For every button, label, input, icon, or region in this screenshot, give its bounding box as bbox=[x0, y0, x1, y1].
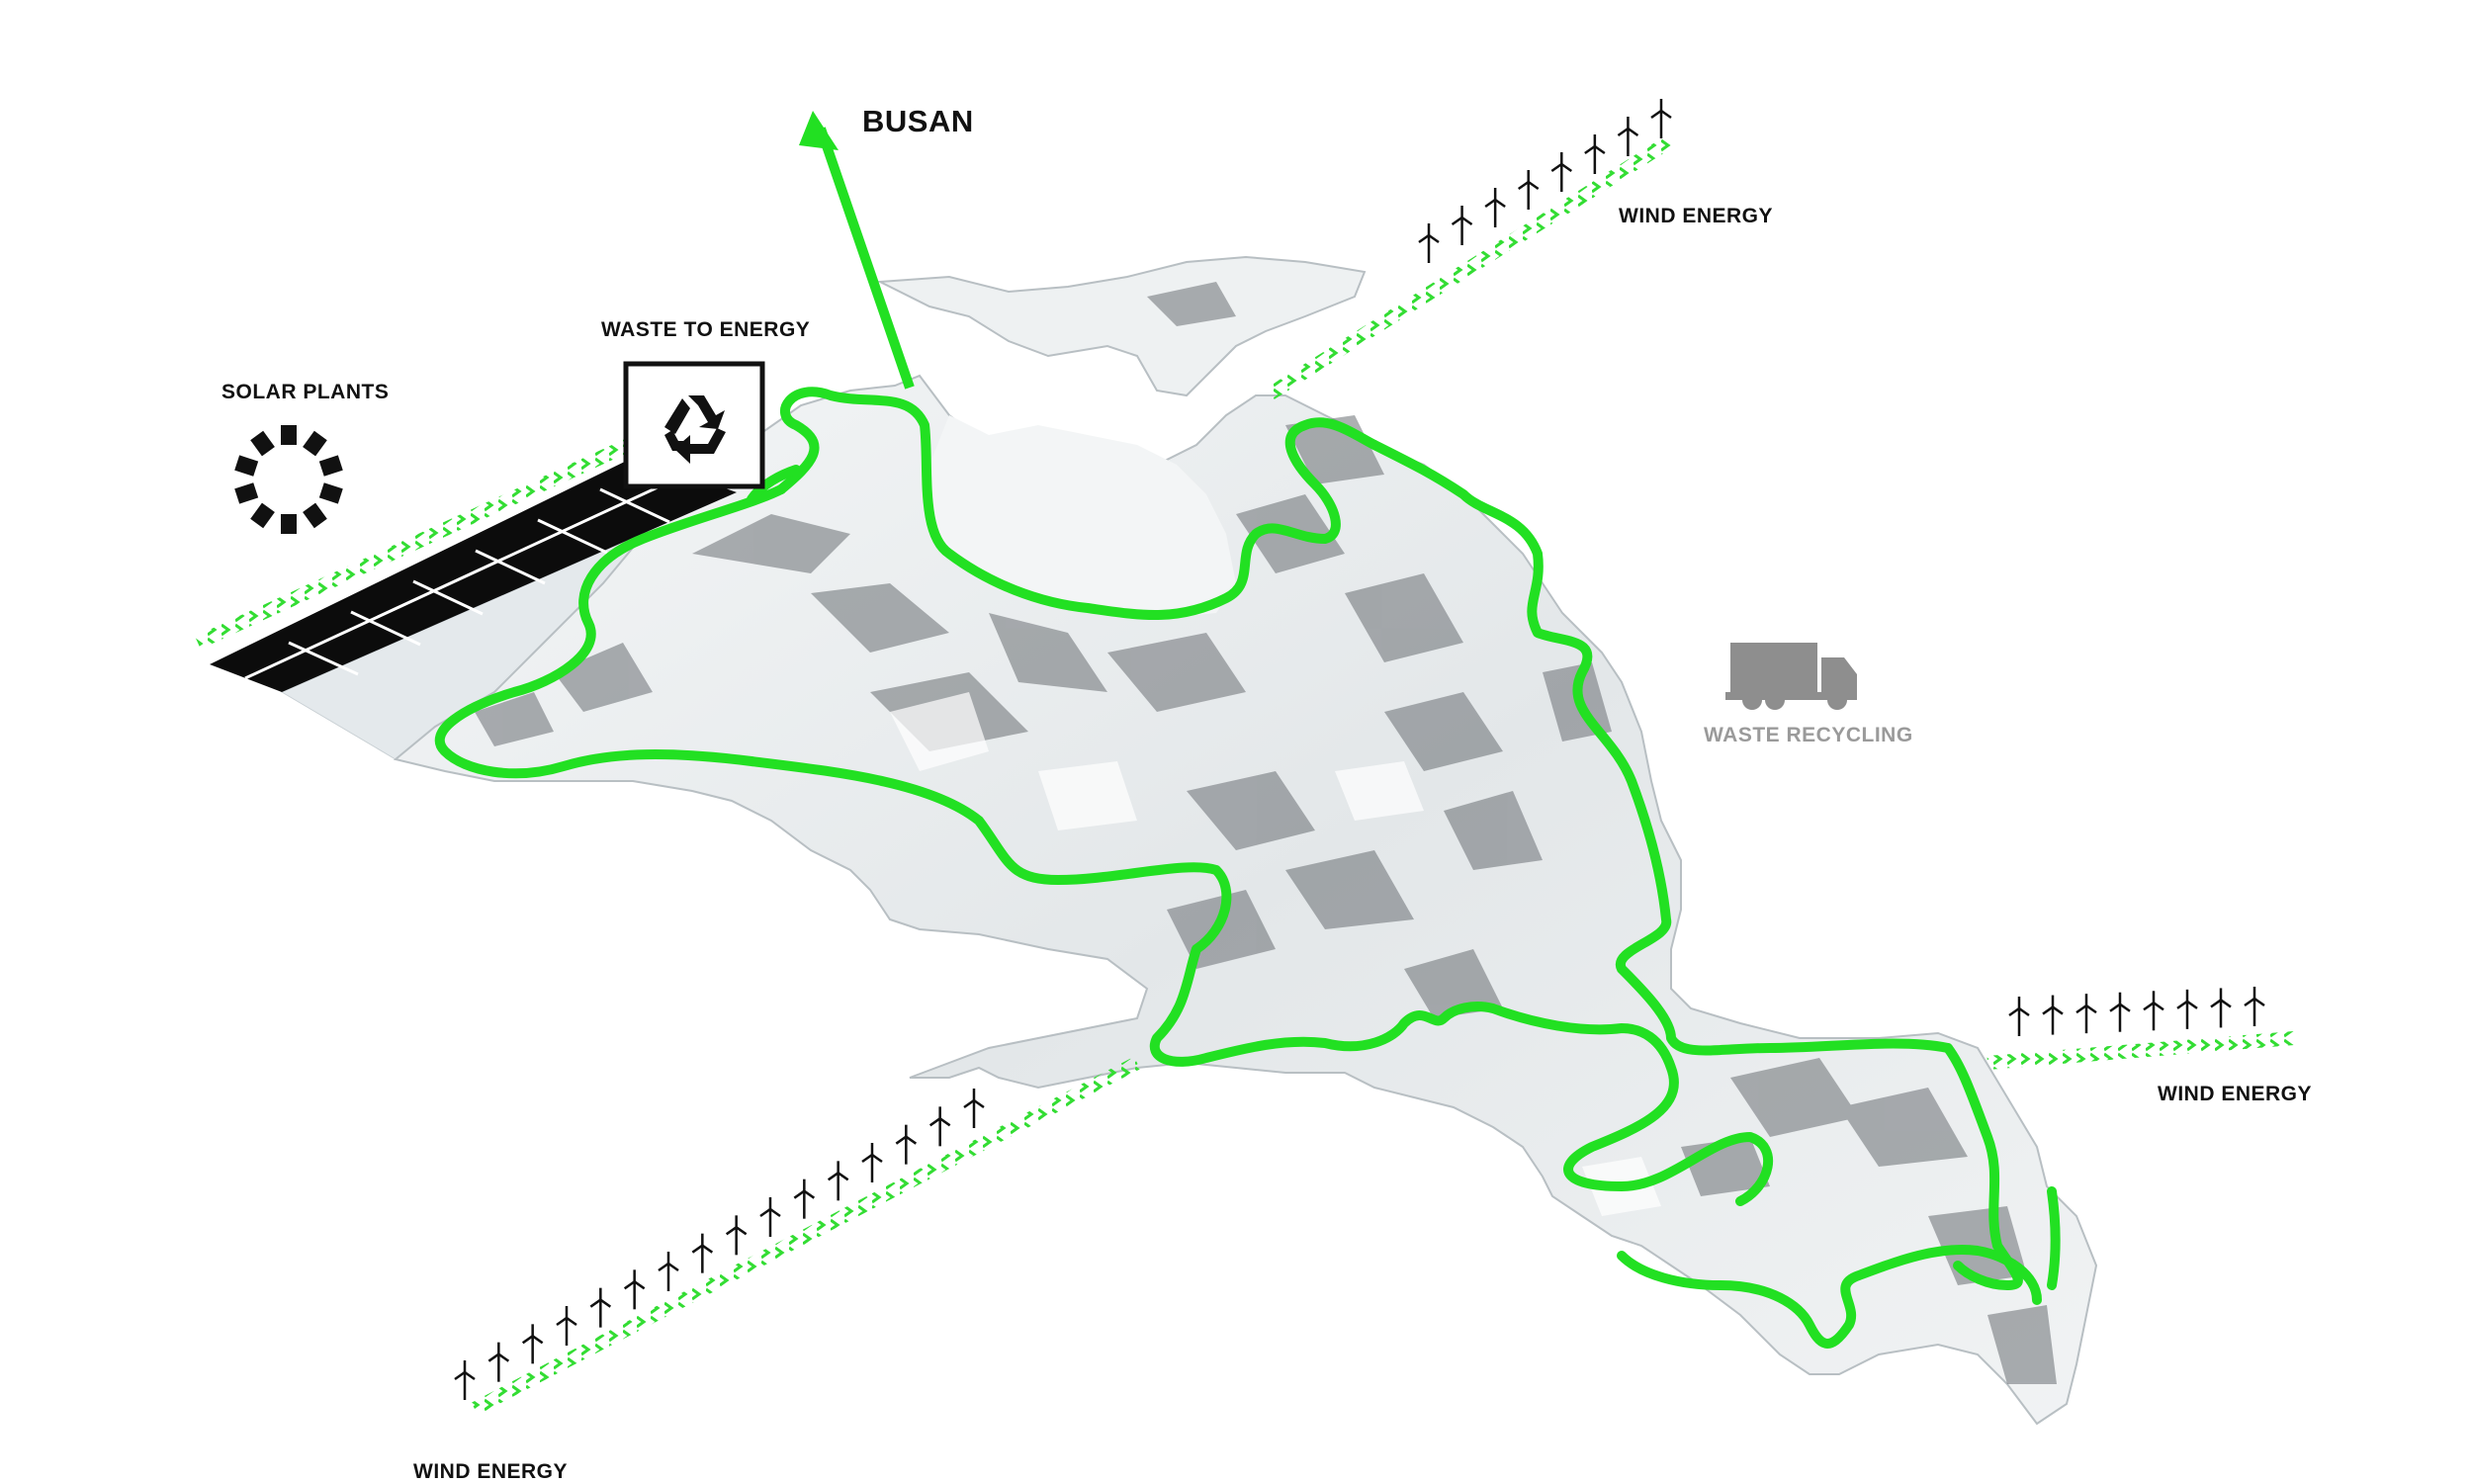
wind-turbine-icon bbox=[2075, 994, 2097, 1034]
waste-to-energy-box bbox=[623, 361, 765, 489]
busan-label: BUSAN bbox=[862, 104, 974, 138]
wind-energy-bottom-label: WIND ENERGY bbox=[413, 1460, 569, 1483]
arrow-up-icon bbox=[799, 111, 839, 150]
route-west-loop bbox=[776, 387, 1379, 620]
wind-turbine-icon bbox=[2143, 991, 2164, 1031]
green-route bbox=[434, 387, 2061, 1349]
recycle-icon bbox=[664, 395, 726, 464]
solar-panel-array bbox=[210, 457, 737, 692]
wind-turbine-icon bbox=[1484, 188, 1506, 227]
wind-turbine-icon bbox=[1584, 134, 1606, 174]
wind-turbine-icon bbox=[2042, 995, 2064, 1035]
route-southeast bbox=[1943, 1043, 2023, 1290]
solar-flow-line bbox=[195, 436, 636, 650]
solar-ring-icon bbox=[234, 425, 343, 534]
wind-turbine-icon bbox=[793, 1178, 816, 1219]
route-southern-bay bbox=[1617, 1245, 2042, 1349]
route-east bbox=[1369, 440, 1953, 1056]
wind-turbine-icon bbox=[658, 1252, 679, 1291]
wind-turbine-icon bbox=[725, 1215, 748, 1256]
wind-turbine-rows bbox=[454, 99, 2265, 1400]
route-west-coast bbox=[434, 484, 1232, 954]
wind-turbine-icon bbox=[2008, 997, 2030, 1036]
wind-turbine-icon bbox=[895, 1124, 918, 1165]
wind-turbine-icon bbox=[827, 1161, 849, 1201]
wind-turbine-icon bbox=[2210, 988, 2232, 1028]
solar-plants-label: SOLAR PLANTS bbox=[221, 381, 390, 403]
waste-recycling-label: WASTE RECYCLING bbox=[1704, 724, 1913, 746]
waste-to-energy-label: WASTE TO ENERGY bbox=[601, 318, 811, 341]
route-far-east bbox=[2047, 1186, 2061, 1290]
wind-turbine-icon bbox=[2244, 987, 2265, 1026]
energy-flow-lines bbox=[195, 134, 2295, 1416]
island-north-lobe bbox=[876, 255, 1367, 397]
wind-turbine-icon bbox=[1550, 152, 1573, 192]
route-south bbox=[1150, 944, 1773, 1206]
wind-turbine-icon bbox=[454, 1360, 476, 1400]
wind-turbine-icon bbox=[1517, 170, 1540, 210]
wind-turbine-icon bbox=[861, 1143, 883, 1182]
wind-turbine-icon bbox=[691, 1233, 714, 1273]
wind-turbine-icon bbox=[1451, 206, 1473, 245]
wind-turbine-icon bbox=[623, 1269, 646, 1310]
wind-turbine-icon bbox=[2109, 992, 2131, 1032]
wind-turbine-icon bbox=[1617, 117, 1639, 156]
wind-turbine-icon bbox=[963, 1089, 985, 1128]
wind-turbine-icon bbox=[589, 1287, 612, 1328]
route-link-waste bbox=[747, 465, 801, 504]
wind-flow-bottom bbox=[471, 1056, 1141, 1416]
wind-energy-right-label: WIND ENERGY bbox=[2158, 1083, 2313, 1105]
island-terrain bbox=[280, 255, 2098, 1426]
wind-turbine-icon bbox=[521, 1324, 544, 1364]
terrain-highlights bbox=[890, 692, 1661, 1216]
wind-turbine-icon bbox=[1650, 99, 1672, 138]
truck-icon bbox=[1725, 643, 1857, 710]
wind-energy-top-label: WIND ENERGY bbox=[1619, 205, 1774, 227]
wind-turbine-icon bbox=[1418, 223, 1440, 263]
wind-turbine-icon bbox=[2176, 989, 2198, 1029]
wind-turbine-icon bbox=[759, 1197, 781, 1237]
wind-flow-right bbox=[1986, 1031, 2295, 1070]
wind-turbine-icon bbox=[928, 1106, 951, 1147]
wind-turbine-icon bbox=[556, 1306, 577, 1346]
wind-flow-top bbox=[1267, 134, 1675, 399]
bay-area bbox=[929, 415, 1236, 618]
busan-arrow bbox=[799, 111, 915, 390]
wind-turbine-icon bbox=[487, 1342, 510, 1382]
